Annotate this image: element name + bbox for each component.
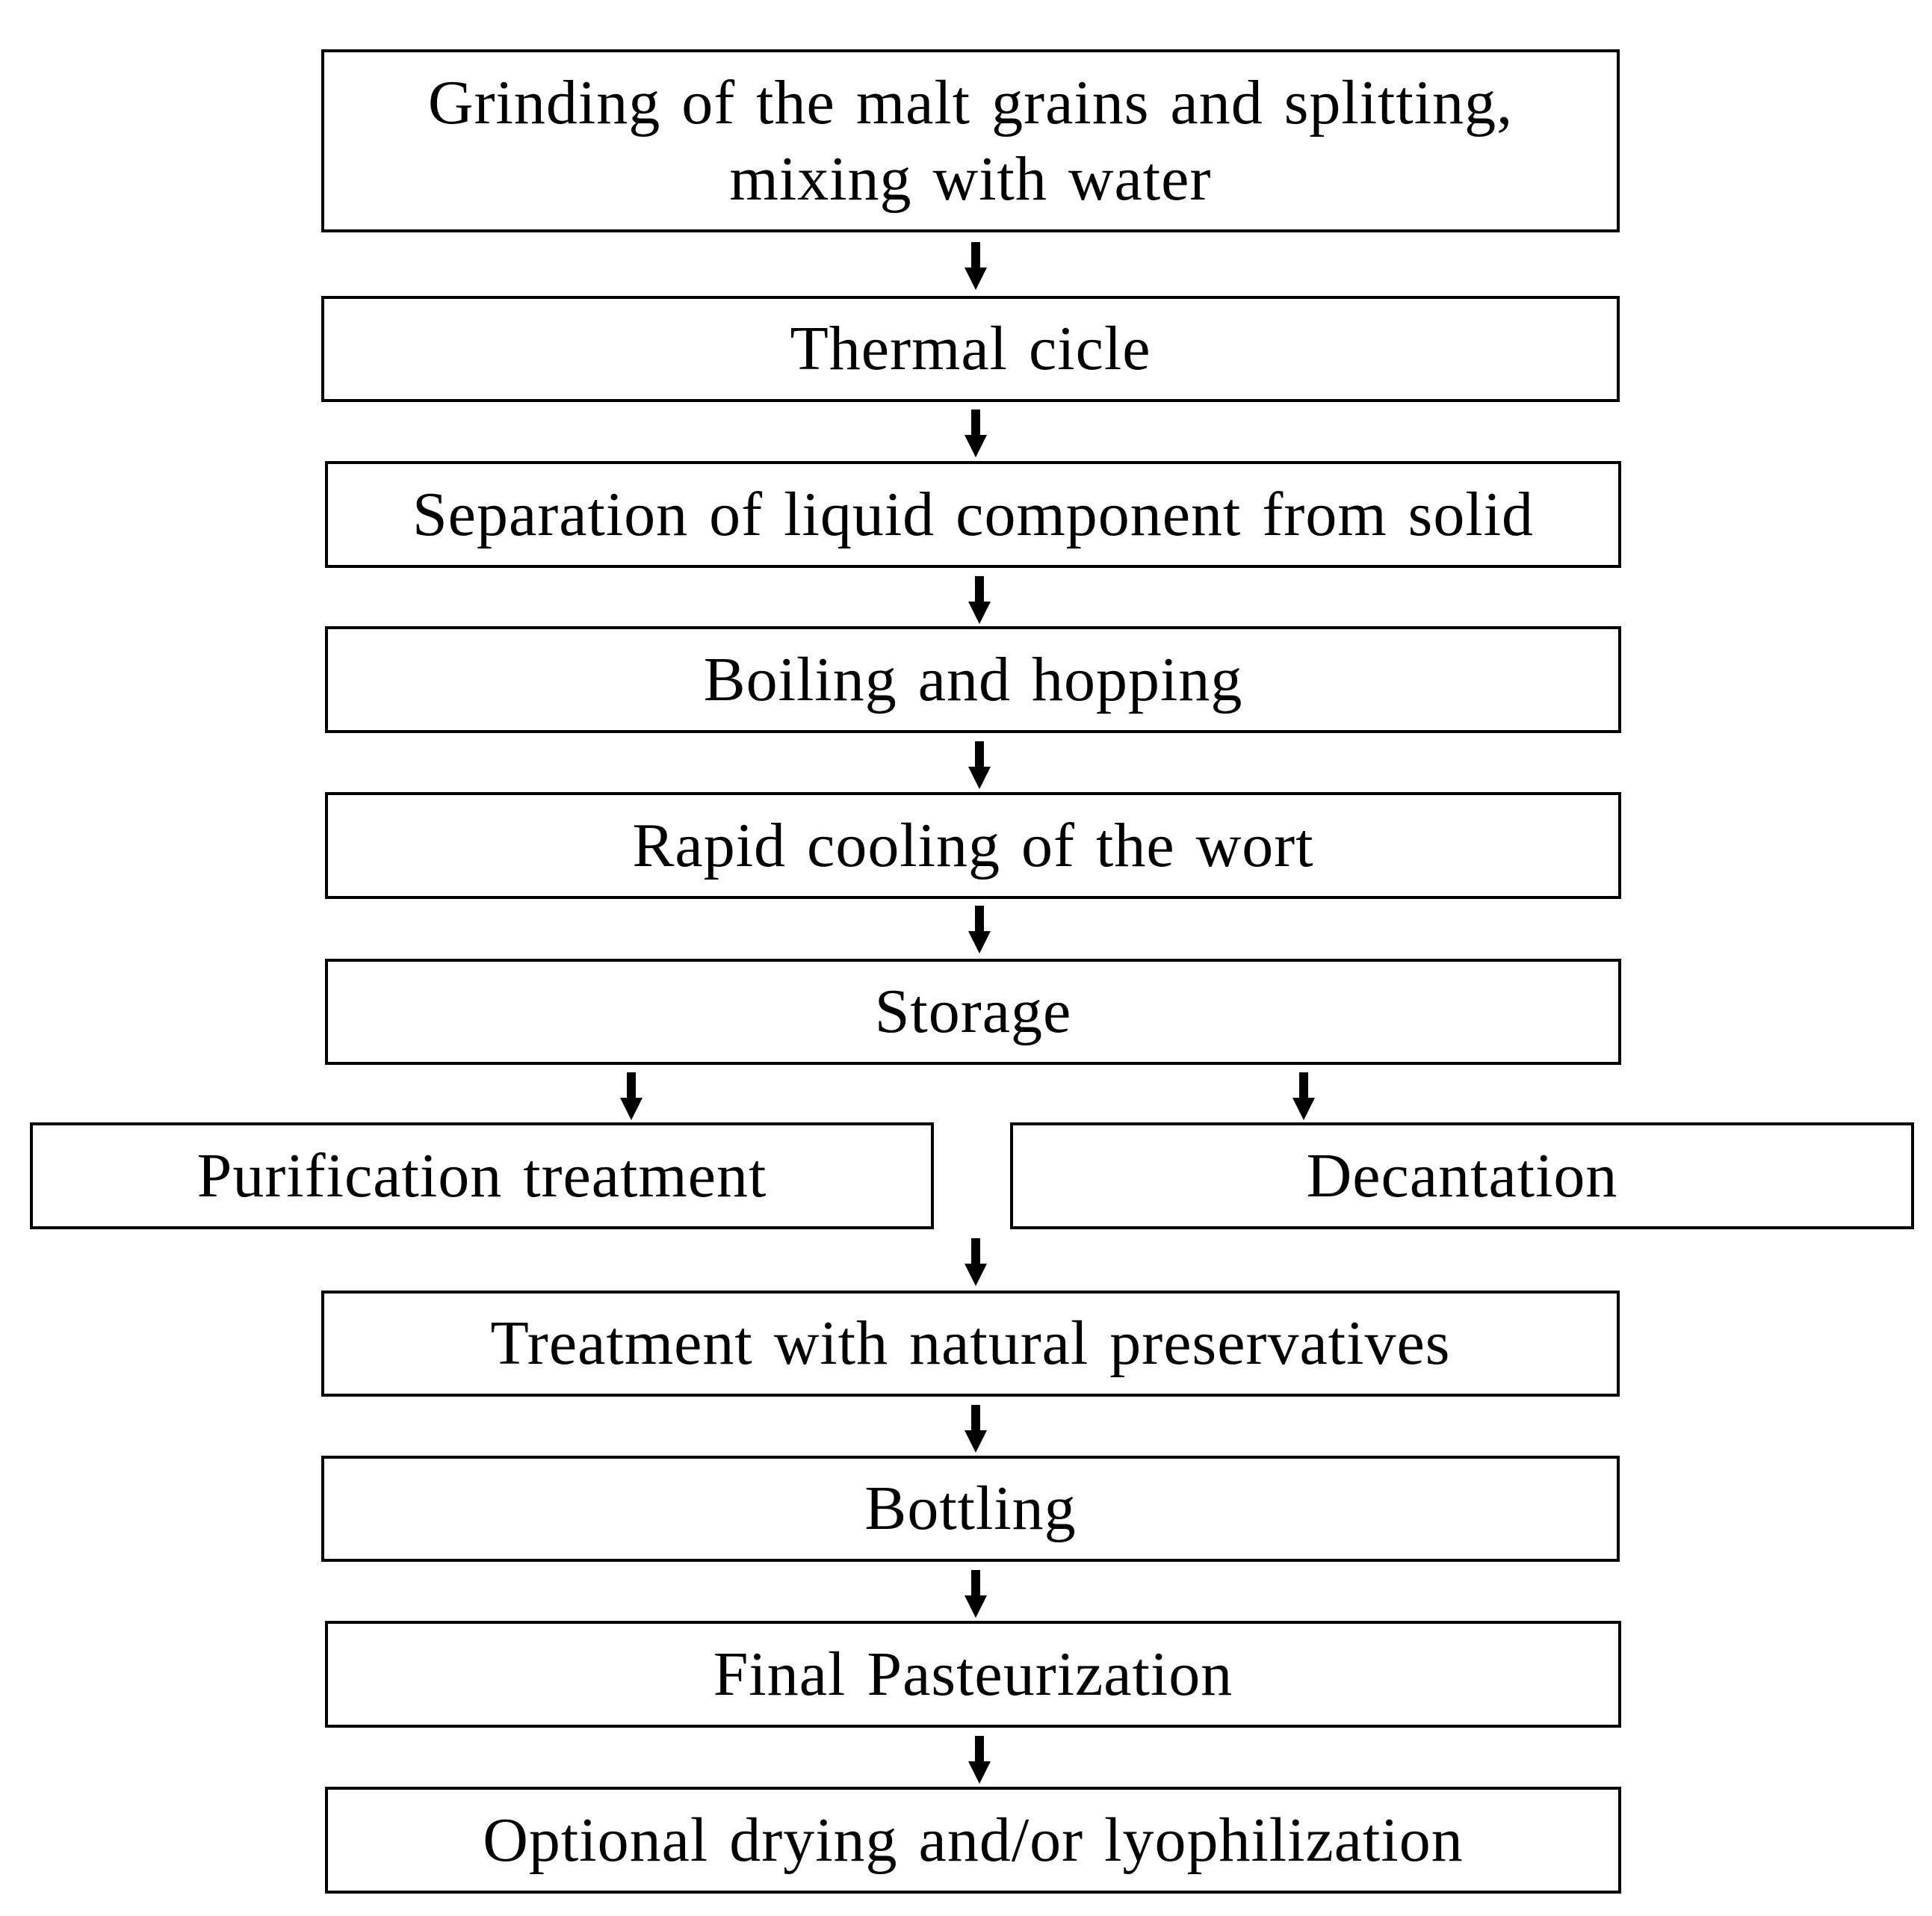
step-boiling: Boiling and hopping: [325, 626, 1621, 733]
step-storage-label: Storage: [874, 977, 1072, 1046]
arrow-down-icon: [965, 1405, 987, 1453]
step-pasteurization-label: Final Pasteurization: [713, 1639, 1233, 1709]
step-cooling: Rapid cooling of the wort: [325, 792, 1621, 899]
arrow-down-icon: [968, 906, 991, 954]
step-bottling: Bottling: [321, 1456, 1620, 1562]
step-pasteurization: Final Pasteurization: [325, 1621, 1621, 1728]
step-preservatives-label: Treatment with natural preservatives: [490, 1308, 1451, 1378]
arrow-down-icon: [968, 741, 991, 789]
step-thermal-cycle: Thermal cicle: [321, 296, 1620, 402]
arrow-down-icon: [620, 1072, 643, 1120]
branch-decantation-label: Decantation: [1306, 1140, 1618, 1211]
arrow-down-icon: [965, 410, 987, 457]
arrow-down-icon: [965, 1570, 987, 1618]
arrow-down-icon: [965, 1238, 987, 1286]
step-storage: Storage: [325, 959, 1621, 1065]
step-grinding-label: Grinding of the malt grains and splittin…: [427, 67, 1514, 214]
arrow-down-icon: [1292, 1072, 1315, 1120]
step-cooling-label: Rapid cooling of the wort: [632, 810, 1314, 880]
step-separation: Separation of liquid component from soli…: [325, 461, 1621, 568]
step-drying-label: Optional drying and/or lyophilization: [483, 1805, 1464, 1875]
step-preservatives: Treatment with natural preservatives: [321, 1291, 1620, 1397]
step-thermal-cycle-label: Thermal cicle: [790, 314, 1151, 383]
step-grinding: Grinding of the malt grains and splittin…: [321, 49, 1620, 232]
arrow-down-icon: [968, 1736, 991, 1784]
arrow-down-icon: [965, 242, 987, 290]
step-drying: Optional drying and/or lyophilization: [325, 1787, 1621, 1894]
step-bottling-label: Bottling: [864, 1474, 1077, 1543]
step-separation-label: Separation of liquid component from soli…: [412, 479, 1535, 549]
branch-purification: Purification treatment: [30, 1122, 934, 1229]
branch-decantation: Decantation: [1010, 1122, 1914, 1229]
arrow-down-icon: [968, 576, 991, 624]
branch-purification-label: Purification treatment: [196, 1140, 767, 1211]
step-boiling-label: Boiling and hopping: [703, 644, 1243, 714]
